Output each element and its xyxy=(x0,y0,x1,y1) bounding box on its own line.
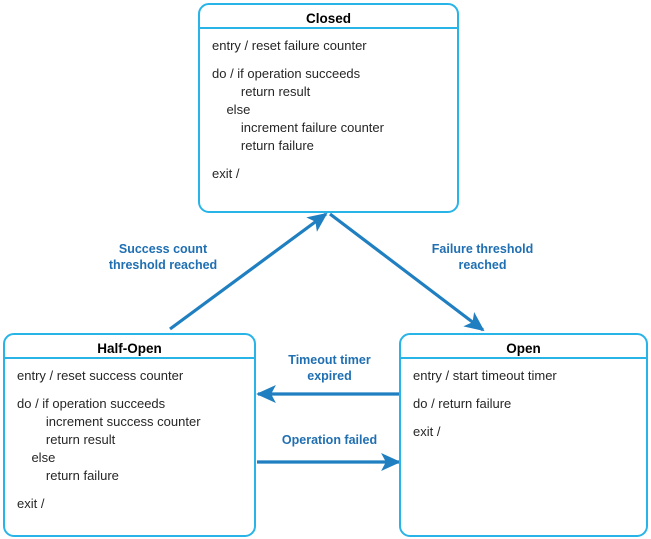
state-body-line: return failure xyxy=(212,138,314,153)
state-body-line: do / if operation succeeds xyxy=(17,396,166,411)
state-body-line: entry / start timeout timer xyxy=(413,368,557,383)
state-body-line: do / if operation succeeds xyxy=(212,66,361,81)
spacer-line xyxy=(212,155,457,165)
state-body-line: exit / xyxy=(413,424,441,439)
spacer-line xyxy=(17,385,254,395)
state-title-half-open: Half-Open xyxy=(5,335,254,359)
state-body-line: return result xyxy=(212,84,311,99)
state-body-line: increment failure counter xyxy=(212,120,384,135)
spacer-line xyxy=(17,485,254,495)
state-body-line: else xyxy=(17,450,56,465)
transition-label-operation-failed: Operation failed xyxy=(281,433,378,447)
state-title-open: Open xyxy=(401,335,646,359)
state-body-line: return result xyxy=(17,432,116,447)
spacer-line xyxy=(413,385,646,395)
state-node-half-open[interactable]: Half-Open entry / reset success counter d… xyxy=(3,333,256,537)
spacer-line xyxy=(413,413,646,423)
state-body-line: do / return failure xyxy=(413,396,512,411)
transition-label-timeout-timer-expired: Timeout timer expired xyxy=(288,353,371,383)
spacer-line xyxy=(212,55,457,65)
state-body-half-open: entry / reset success counter do / if ope… xyxy=(5,359,254,513)
state-body-line: return failure xyxy=(17,468,119,483)
state-node-closed[interactable]: Closed entry / reset failure counter do /… xyxy=(198,3,459,213)
state-node-open[interactable]: Open entry / start timeout timer do / ret… xyxy=(399,333,648,537)
state-body-line: exit / xyxy=(212,166,240,181)
state-body-line: entry / reset success counter xyxy=(17,368,184,383)
state-body-line: exit / xyxy=(17,496,45,511)
state-body-open: entry / start timeout timer do / return f… xyxy=(401,359,646,441)
state-body-closed: entry / reset failure counter do / if ope… xyxy=(200,29,457,183)
state-body-line: increment success counter xyxy=(17,414,201,429)
transition-label-success-count-threshold-reached: Success count threshold reached xyxy=(108,242,218,272)
state-title-closed: Closed xyxy=(200,5,457,29)
state-body-line: else xyxy=(212,102,251,117)
transition-label-failure-threshold-reached: Failure threshold reached xyxy=(431,242,534,272)
state-body-line: entry / reset failure counter xyxy=(212,38,367,53)
